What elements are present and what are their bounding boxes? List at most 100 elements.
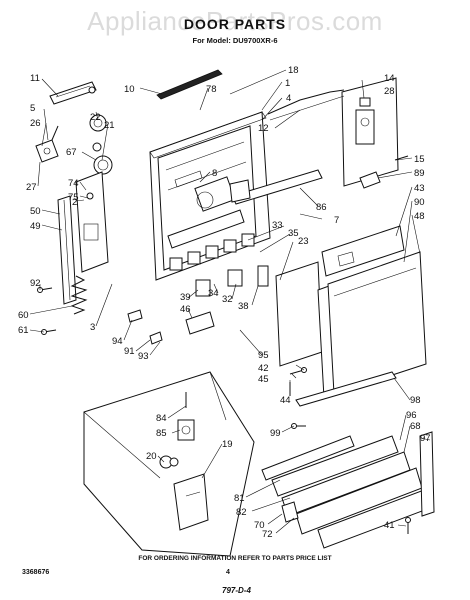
callout-70: 70 (254, 520, 265, 531)
part-hinge-arm (229, 169, 323, 205)
part-bottom-rail (295, 371, 397, 407)
callout-38: 38 (238, 301, 249, 312)
part-mount-bracket (185, 311, 215, 335)
callout-7: 7 (334, 215, 339, 226)
callout-75: 75 (68, 192, 79, 203)
part-outer-door-panel (317, 251, 427, 399)
handwritten-code: 797-D-4 (222, 586, 251, 595)
part-top-trim (321, 225, 405, 277)
part-screw-45 (289, 367, 307, 375)
callout-10: 10 (124, 84, 135, 95)
callout-39: 39 (180, 292, 191, 303)
part-latch-bracket (35, 125, 59, 163)
callout-32: 32 (222, 294, 233, 305)
part-selector-knob (92, 142, 113, 175)
callout-26: 26 (30, 118, 41, 129)
callout-95: 95 (258, 350, 269, 361)
callout-11: 11 (30, 73, 40, 84)
callout-82: 82 (236, 507, 247, 518)
callout-15: 15 (414, 154, 425, 165)
callout-74: 74 (68, 178, 79, 189)
callout-61: 61 (18, 325, 29, 336)
callout-49: 49 (30, 221, 41, 232)
callout-86: 86 (316, 202, 327, 213)
callout-22: 22 (90, 112, 101, 123)
callout-99: 99 (270, 428, 281, 439)
part-inner-door-panel (149, 111, 271, 281)
callout-67: 67 (66, 147, 77, 158)
callout-91: 91 (124, 346, 135, 357)
part-kick-panel-stack (261, 431, 435, 549)
document-number: 3368676 (22, 569, 50, 576)
ordering-note: FOR ORDERING INFORMATION REFER TO PARTS … (138, 555, 332, 562)
callout-27: 27 (26, 182, 37, 193)
callout-45: 45 (258, 374, 269, 385)
callout-2: 2 (72, 197, 77, 208)
callout-50: 50 (30, 206, 41, 217)
part-dispenser-housing (173, 473, 209, 531)
diagram-title: DOOR PARTS (183, 16, 287, 32)
callout-19: 19 (222, 439, 233, 450)
callout-21: 21 (104, 120, 115, 131)
callout-34: 34 (208, 288, 219, 299)
callout-96: 96 (406, 410, 417, 421)
part-hinge-plate (75, 171, 109, 273)
callout-98: 98 (410, 395, 421, 406)
part-clip-91 (149, 331, 163, 345)
callout-43: 43 (414, 183, 425, 194)
part-clip-94 (127, 309, 143, 323)
callout-leader-lines (29, 69, 431, 534)
callout-5: 5 (30, 103, 35, 114)
callout-90: 90 (414, 197, 425, 208)
part-gasket-strip (156, 69, 223, 100)
part-door-liner (275, 261, 323, 367)
callout-60: 60 (18, 310, 29, 321)
callout-92: 92 (30, 278, 41, 289)
callout-41: 41 (384, 520, 395, 531)
callout-81: 81 (234, 493, 245, 504)
part-switch-cluster (169, 233, 269, 297)
part-dispenser-valve (177, 419, 195, 441)
part-screw-41 (405, 517, 411, 534)
part-latch-assembly (341, 77, 399, 187)
callout-85: 85 (156, 428, 167, 439)
callout-20: 20 (146, 451, 157, 462)
part-top-rail (267, 89, 345, 121)
callout-3: 3 (90, 322, 95, 333)
watermark: AppliancePartsPros.com (87, 6, 383, 36)
model-number: For Model: DU9700XR-6 (192, 36, 278, 45)
callout-93: 93 (138, 351, 149, 362)
callout-72: 72 (262, 529, 273, 540)
part-control-knob (89, 114, 107, 132)
callout-46: 46 (180, 304, 191, 315)
part-latch-spring (359, 155, 409, 189)
callout-84: 84 (156, 413, 167, 424)
callout-28: 28 (384, 86, 395, 97)
callout-23: 23 (298, 236, 309, 247)
callout-18: 18 (288, 65, 299, 76)
callout-33: 33 (272, 220, 283, 231)
part-dispenser-subassembly-box (83, 371, 255, 557)
part-side-channel (57, 195, 77, 305)
callout-4: 4 (286, 93, 291, 104)
part-dispenser-gasket (159, 455, 179, 469)
callout-44: 44 (280, 395, 291, 406)
callout-78: 78 (206, 84, 217, 95)
callout-42: 42 (258, 363, 269, 374)
callout-94: 94 (112, 336, 123, 347)
callout-8: 8 (212, 168, 217, 179)
page-number: 4 (226, 569, 230, 576)
part-door-handle (49, 81, 97, 105)
part-door-spring (70, 275, 88, 315)
callout-12: 12 (258, 123, 269, 134)
callout-14: 14 (384, 73, 395, 84)
callout-35: 35 (288, 228, 299, 239)
callout-97: 97 (420, 433, 431, 444)
callout-1: 1 (285, 78, 290, 89)
callout-68: 68 (410, 421, 421, 432)
callout-48: 48 (414, 211, 425, 222)
callout-89: 89 (414, 168, 425, 179)
callout-labels: 11 10 18 78 1 4 14 28 5 26 22 21 12 67 8… (18, 65, 431, 540)
